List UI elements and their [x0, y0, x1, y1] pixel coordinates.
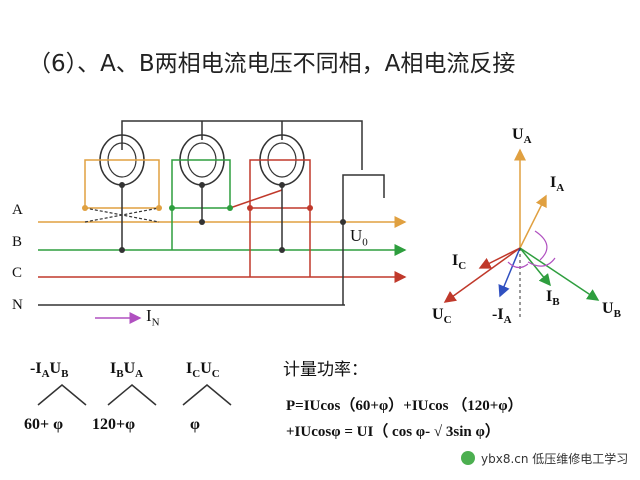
meter-1-cross-b [84, 207, 160, 223]
combo-1-angle: 60+ φ [24, 416, 64, 433]
combo-2-bracket [107, 384, 157, 406]
in-label: IN [146, 306, 160, 329]
combo-3: ICUC [186, 360, 220, 381]
phasor-ia [519, 194, 547, 249]
combo-2-angle: 120+φ [92, 416, 136, 433]
phasor-ub-label: UB [602, 300, 621, 321]
line-b-label: B [12, 234, 23, 250]
angle-arc-3 [507, 261, 529, 269]
phasor-ub [519, 247, 600, 301]
combo-2: IBUA [110, 360, 144, 381]
page-title: （6）、A、B两相电流电压不同相，A相电流反接 [28, 51, 516, 77]
junction-dots [82, 182, 346, 253]
phasor-uc-label: UC [432, 306, 452, 327]
combo-3-bracket [182, 384, 232, 406]
phasor-neg-ia [498, 247, 521, 298]
angle-arc-2 [527, 257, 556, 267]
phasor-ic-label: IC [452, 252, 467, 273]
wechat-icon [461, 451, 475, 465]
combo-3-angle: φ [190, 416, 200, 433]
power-formula-line2: +IUcosφ = UI（ cos φ- √ 3sin φ） [286, 424, 500, 440]
u0-branch [342, 174, 385, 305]
u0-label: U0 [350, 226, 368, 249]
watermark: ybx8.cn 低压维修电工学习 [455, 446, 633, 470]
phasor-ua-label: UA [512, 126, 532, 147]
power-formula-line1: P=IUcos（60+φ）+IUcos （120+φ） [286, 398, 523, 414]
phasor-diagram [443, 148, 600, 320]
top-bus [121, 120, 363, 170]
combo-1-bracket [37, 384, 87, 406]
combo-1: -IAUB [30, 360, 69, 381]
phasor-neg-ia-label: -IA [492, 306, 512, 327]
phasor-ib-label: IB [546, 288, 560, 309]
phasor-ib [519, 247, 551, 287]
line-a-label: A [12, 202, 23, 218]
line-c-label: C [12, 265, 23, 281]
phasor-uc [443, 247, 521, 303]
meter-3-frame [249, 159, 311, 209]
power-heading: 计量功率： [283, 360, 368, 380]
phasor-ic [478, 247, 521, 269]
line-n-label: N [12, 297, 23, 313]
meter-2-frame [171, 159, 231, 209]
phasor-ia-label: IA [550, 174, 565, 195]
angle-arc-1 [534, 230, 548, 261]
